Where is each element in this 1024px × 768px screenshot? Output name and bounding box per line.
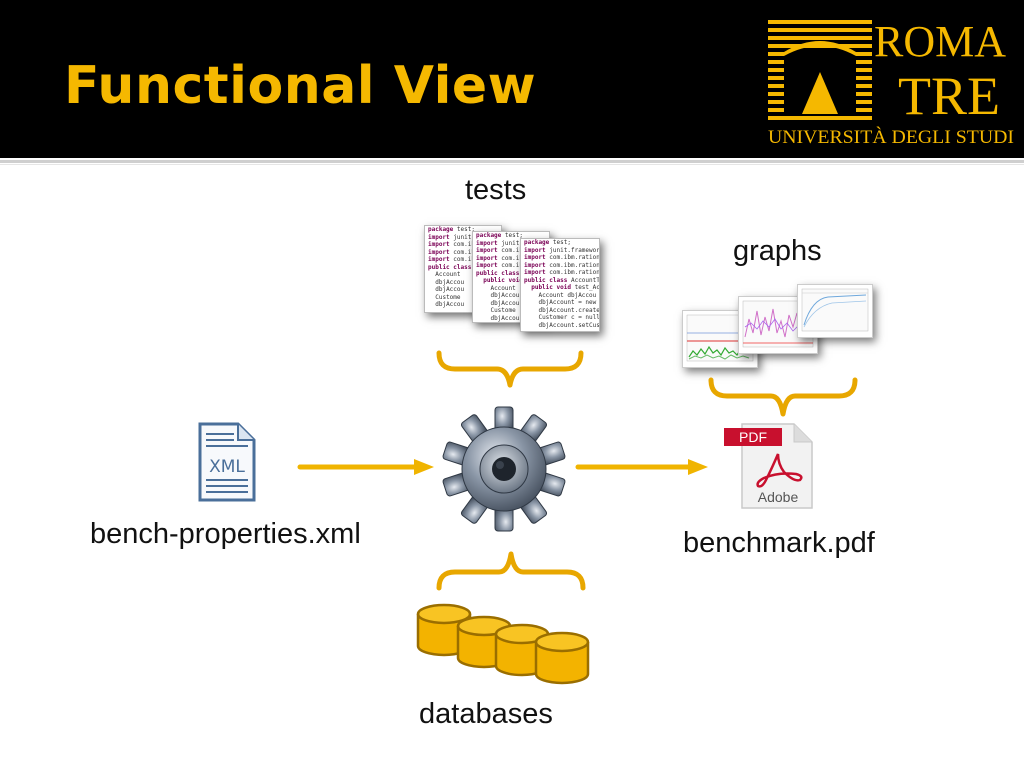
code-line: Customer c = null xyxy=(538,314,600,321)
label-graphs: graphs xyxy=(733,235,822,267)
code-line: dbjAccount.setCus xyxy=(538,321,600,329)
xml-file-icon: XML xyxy=(198,422,256,502)
code-line: import com.ibm. xyxy=(476,247,531,254)
code-line: dbjAccou xyxy=(490,299,520,307)
code-line: dbjAccount.create xyxy=(538,306,600,314)
label-benchmark-pdf: benchmark.pdf xyxy=(683,527,875,559)
arch-emblem xyxy=(768,20,872,120)
pdf-file-icon: PDF Adobe xyxy=(724,423,813,509)
databases-brace xyxy=(436,551,586,591)
code-line: import com.ibm.rational.t xyxy=(524,269,600,276)
graph-thumbnail-3 xyxy=(797,284,873,338)
slide-title: Functional View xyxy=(64,56,537,116)
label-bench-properties: bench-properties.xml xyxy=(90,518,361,550)
gear-icon xyxy=(442,406,566,532)
roma-tre-logo: ROMA TRE UNIVERSITÀ DEGLI STUDI xyxy=(766,16,1016,151)
test-code-card-3: package test;import junit.framework.*;im… xyxy=(520,238,600,332)
code-line: Custome xyxy=(490,307,516,314)
code-line: Account dbjAccou xyxy=(538,291,597,299)
tests-brace xyxy=(436,350,584,388)
code-line: public void test_Acco xyxy=(524,284,600,291)
code-line: Account xyxy=(490,284,516,292)
code-line: dbjAccou xyxy=(435,278,465,286)
code-lines: package test;import junit.framework.*;im… xyxy=(521,239,599,329)
logo-text-tre: TRE xyxy=(898,66,1000,126)
code-line: import junit.fr xyxy=(428,233,483,241)
code-line: import com.ibm. xyxy=(428,248,483,256)
header-divider xyxy=(0,160,1024,163)
code-line: public void xyxy=(476,277,523,284)
code-line: import com.ibm.rational.c xyxy=(524,261,600,269)
code-line: Custome xyxy=(435,293,461,301)
code-line: dbjAccou xyxy=(490,292,520,299)
logo-text-roma: ROMA xyxy=(874,17,1006,66)
code-line: Account xyxy=(435,271,461,278)
code-line: import com.ibm.rational.c xyxy=(524,254,600,261)
code-line: import com.ibm. xyxy=(428,241,483,248)
code-line: dbjAccou xyxy=(435,301,465,308)
logo-text-universita: UNIVERSITÀ DEGLI STUDI xyxy=(768,126,1014,148)
header-bar xyxy=(0,0,1024,158)
database-cylinder-4 xyxy=(534,631,590,685)
header-divider-thin xyxy=(0,164,1024,165)
pdf-brand-text: Adobe xyxy=(758,489,799,505)
input-arrow xyxy=(297,459,434,475)
code-line: import junit.framework.*; xyxy=(524,246,600,254)
label-databases: databases xyxy=(419,698,553,730)
xml-icon-text: XML xyxy=(209,457,245,477)
code-line: package test; xyxy=(476,232,523,239)
code-line: dbjAccou xyxy=(490,314,520,322)
roma-tre-logo-graphic: ROMA TRE UNIVERSITÀ DEGLI STUDI xyxy=(768,17,1014,148)
label-tests: tests xyxy=(465,174,527,206)
graph-thumbnail-3-plot xyxy=(801,288,869,332)
code-line: public class AccountTest xyxy=(524,276,600,284)
code-line: import com.ibm. xyxy=(428,256,483,263)
code-line: import com.ibm. xyxy=(476,254,531,262)
output-arrow xyxy=(575,459,708,475)
code-line: dbjAccou xyxy=(435,286,465,293)
code-line: import junit.fr xyxy=(476,239,531,247)
databases-icon xyxy=(416,603,590,685)
graphs-brace xyxy=(708,377,858,417)
code-line: dbjAccount = new xyxy=(538,299,597,306)
pdf-tag-text: PDF xyxy=(739,429,767,445)
code-line: package test; xyxy=(524,239,571,246)
code-line: import com.ibm. xyxy=(476,262,531,269)
code-line: package test; xyxy=(428,226,475,233)
